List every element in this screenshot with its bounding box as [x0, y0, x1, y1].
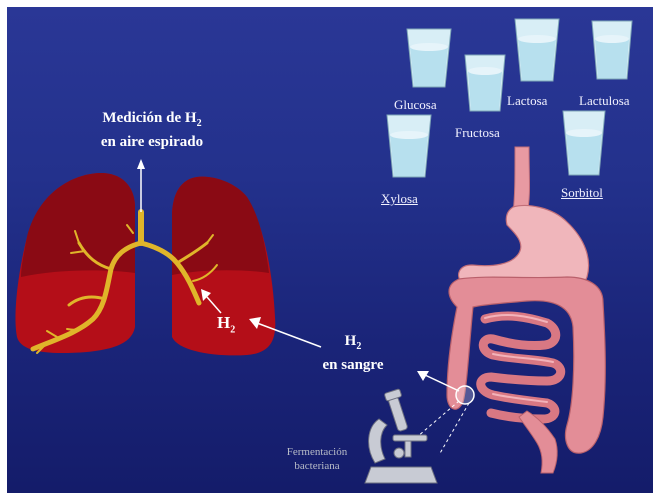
- label-fructosa: Fructosa: [455, 125, 500, 141]
- fermentation-line1: Fermentación: [267, 445, 367, 459]
- label-xylosa: Xylosa: [381, 191, 418, 207]
- cup-glucosa: [407, 29, 451, 87]
- bacteria-zoom: [417, 386, 474, 455]
- esophagus: [513, 147, 530, 213]
- blood-label-line1: H2: [313, 332, 393, 356]
- diagram-canvas: Medición de H2 en aire espirado H2 H2 en…: [7, 7, 653, 493]
- microscope-icon: [365, 389, 437, 483]
- cup-xylosa: [387, 115, 431, 177]
- diagram-graphics: [7, 7, 653, 493]
- cup-lactulosa: [592, 21, 632, 79]
- label-sorbitol: Sorbitol: [561, 185, 603, 201]
- blood-label: H2 en sangre: [313, 332, 393, 374]
- lung-h2-label: H2: [217, 313, 235, 335]
- blood-label-line2: en sangre: [313, 356, 393, 374]
- label-lactosa: Lactosa: [507, 93, 547, 109]
- cup-sorbitol: [563, 111, 605, 175]
- right-lung-upper: [172, 177, 269, 275]
- cup-lactosa: [515, 19, 559, 81]
- breath-title: Medición de H2 en aire espirado: [77, 109, 227, 152]
- cup-fructosa: [465, 55, 505, 111]
- label-glucosa: Glucosa: [394, 97, 437, 113]
- label-lactulosa: Lactulosa: [579, 93, 630, 109]
- left-lung-upper: [21, 173, 135, 277]
- fermentation-line2: bacteriana: [267, 459, 367, 473]
- breath-title-line2: en aire espirado: [77, 133, 227, 152]
- lungs: [15, 159, 275, 355]
- breath-title-line1: Medición de H2: [77, 109, 227, 133]
- small-intestine: [481, 316, 561, 419]
- fermentation-label: Fermentación bacteriana: [267, 445, 367, 473]
- breath-arrowhead: [137, 159, 145, 169]
